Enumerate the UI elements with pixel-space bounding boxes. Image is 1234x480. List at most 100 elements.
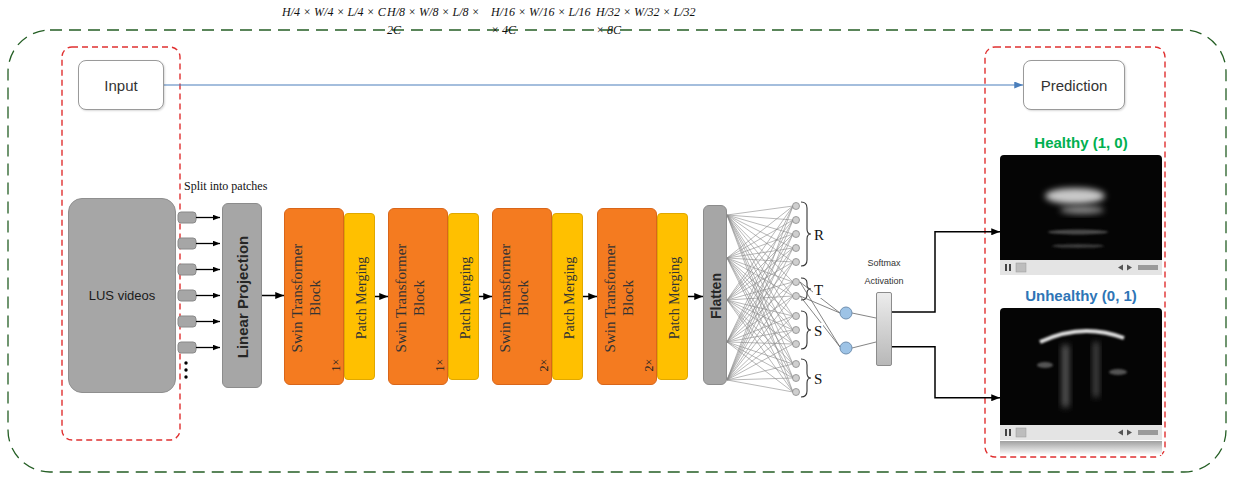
text-holder: Swin Transformer Block bbox=[288, 238, 324, 358]
ultrasound-frame-healthy bbox=[1000, 155, 1162, 275]
echo bbox=[1109, 369, 1127, 375]
label-holder: S bbox=[813, 322, 823, 340]
patch-arrow bbox=[196, 217, 220, 218]
patch bbox=[178, 212, 196, 223]
unhealthy-frame: Unhealthy (0, 1) bbox=[1000, 308, 1162, 440]
patch bbox=[178, 316, 196, 327]
label-holder: H/32 × W/32 × L/32 × 8C bbox=[596, 2, 706, 38]
neuron bbox=[793, 313, 800, 320]
dimension-label: H/16 × W/16 × L/16 × 4C bbox=[491, 5, 591, 37]
text-holder: 1× bbox=[326, 350, 344, 380]
patch-arrow bbox=[196, 295, 220, 296]
patch-merging-block: Patch Merging bbox=[448, 213, 479, 380]
text-holder: LUS videos bbox=[69, 199, 175, 392]
slider-thumb bbox=[1016, 263, 1026, 272]
block-title: Linear Projection bbox=[234, 235, 251, 358]
flatten-layer: Flatten bbox=[703, 205, 727, 385]
text-holder: Swin Transformer Block bbox=[392, 238, 428, 358]
ellipsis-dot bbox=[184, 375, 187, 378]
stage-title: Swin Transformer Block bbox=[393, 243, 427, 352]
label-holder: H/4 × W/4 × L/4 × C bbox=[282, 2, 386, 20]
curly-bracket bbox=[801, 359, 811, 397]
repeat-count: 1× bbox=[433, 359, 447, 372]
neuron bbox=[793, 217, 800, 224]
group-letter: T bbox=[813, 282, 824, 298]
dimension-label: H/4 × W/4 × L/4 × C bbox=[282, 5, 386, 19]
stage-title: Patch Merging bbox=[667, 256, 682, 339]
text-holder: Flatten bbox=[707, 211, 725, 381]
pause-icon bbox=[1009, 264, 1011, 271]
pause-icon bbox=[1005, 429, 1007, 436]
neuron bbox=[793, 203, 800, 210]
curly-bracket bbox=[801, 311, 811, 349]
flow-arrow bbox=[479, 296, 492, 298]
output-links bbox=[800, 282, 876, 348]
repeat-count: 2× bbox=[537, 359, 551, 372]
patch-arrow bbox=[196, 321, 220, 322]
neuron bbox=[793, 375, 800, 382]
neuron bbox=[793, 259, 800, 266]
stage-title: Patch Merging bbox=[458, 256, 473, 339]
slider-thumb bbox=[1016, 428, 1026, 437]
text-holder: Patch Merging bbox=[352, 220, 370, 375]
pleura-echo bbox=[1045, 188, 1105, 204]
text-holder: Patch Merging bbox=[560, 220, 578, 375]
flow-arrow bbox=[583, 296, 597, 298]
frame-ground bbox=[1000, 155, 1162, 275]
pause-icon bbox=[1009, 429, 1011, 436]
b-line bbox=[1062, 345, 1069, 407]
text-holder: Healthy (1, 0) bbox=[981, 134, 1181, 152]
input-tab: Input bbox=[78, 60, 164, 110]
output-neuron bbox=[840, 342, 852, 354]
dimension-label: H/32 × W/32 × L/32 × 8C bbox=[596, 5, 696, 37]
swin-transformer-block: Swin Transformer Block 1× bbox=[388, 208, 448, 385]
text-holder: Input bbox=[79, 61, 163, 109]
dense-layer-links bbox=[727, 206, 793, 392]
swin-transformer-block: Swin Transformer Block1× bbox=[284, 208, 344, 385]
stage-title: Swin Transformer Block bbox=[289, 243, 323, 352]
patch-merging-block: Patch Merging bbox=[657, 213, 688, 380]
video-input-box: LUS videos bbox=[68, 198, 176, 393]
label-holder: S bbox=[813, 370, 823, 388]
neuron bbox=[793, 231, 800, 238]
neuron bbox=[793, 389, 800, 396]
label-holder: H/8 × W/8 × L/8 × 2C bbox=[387, 2, 491, 38]
patch bbox=[178, 342, 196, 353]
flow-arrow bbox=[892, 232, 1000, 312]
healthy-frame: Healthy (1, 0) bbox=[1000, 155, 1162, 275]
neuron bbox=[793, 361, 800, 368]
pause-icon bbox=[1005, 264, 1007, 271]
text-holder: Swin Transformer Block bbox=[601, 238, 637, 358]
a-line bbox=[1048, 230, 1108, 235]
text-holder: 2× bbox=[639, 350, 657, 380]
text-holder: Swin Transformer Block bbox=[496, 238, 532, 358]
patch-icons bbox=[178, 212, 220, 379]
flow-arrow bbox=[375, 296, 388, 298]
time-readout bbox=[1138, 265, 1158, 270]
label-holder: Split into patches bbox=[184, 176, 267, 194]
swin-transformer-block: Swin Transformer Block 2× bbox=[597, 208, 657, 385]
class-label: Unhealthy (0, 1) bbox=[1025, 287, 1137, 304]
neuron bbox=[793, 341, 800, 348]
patch-merging-block: Patch Merging bbox=[344, 213, 375, 380]
group-letter: S bbox=[813, 323, 823, 339]
patch bbox=[178, 264, 196, 275]
prediction-region bbox=[985, 47, 1165, 457]
neuron bbox=[793, 327, 800, 334]
patch-arrow bbox=[196, 347, 220, 348]
neuron bbox=[793, 279, 800, 286]
time-readout bbox=[1138, 430, 1158, 435]
a-line bbox=[1052, 244, 1104, 248]
text-holder: Patch Merging bbox=[456, 220, 474, 375]
pleura-echo bbox=[1040, 331, 1124, 342]
repeat-count: 2× bbox=[642, 359, 656, 372]
text-holder: Prediction bbox=[1024, 61, 1124, 109]
group-letter: S bbox=[813, 371, 823, 387]
reflection bbox=[1000, 441, 1162, 455]
patch bbox=[178, 290, 196, 301]
text-holder: Unhealthy (0, 1) bbox=[981, 287, 1181, 305]
frame-ground bbox=[1000, 308, 1162, 440]
label-holder: T bbox=[813, 281, 824, 299]
neuron-column bbox=[793, 203, 800, 396]
